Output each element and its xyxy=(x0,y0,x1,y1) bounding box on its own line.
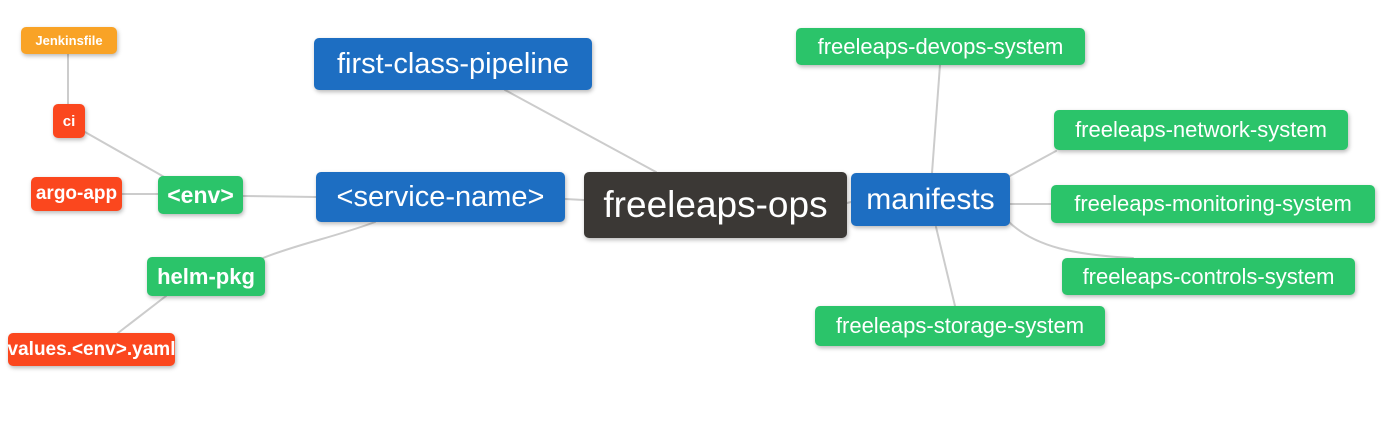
node-first-class-pipeline[interactable]: first-class-pipeline xyxy=(314,38,592,90)
node-freeleaps-ops[interactable]: freeleaps-ops xyxy=(584,172,847,238)
edge-helm-pkg-values xyxy=(117,295,167,334)
node-controls-system[interactable]: freeleaps-controls-system xyxy=(1062,258,1355,295)
edge-manifests-storage xyxy=(935,226,956,307)
edge-manifests-controls xyxy=(1008,221,1134,259)
edge-ops-manifests xyxy=(846,201,852,204)
node-jenkinsfile[interactable]: Jenkinsfile xyxy=(21,27,117,54)
edge-service-name-helm-pkg xyxy=(262,221,376,259)
node-monitoring-system[interactable]: freeleaps-monitoring-system xyxy=(1051,185,1375,223)
node-service-name[interactable]: <service-name> xyxy=(316,172,565,222)
edge-service-name-ops xyxy=(564,198,585,201)
edge-env-service-name xyxy=(242,195,317,198)
edge-manifests-network xyxy=(1007,150,1057,178)
node-devops-system[interactable]: freeleaps-devops-system xyxy=(796,28,1085,65)
node-ci[interactable]: ci xyxy=(53,104,85,138)
edge-pipeline-ops xyxy=(504,89,657,173)
node-network-system[interactable]: freeleaps-network-system xyxy=(1054,110,1348,150)
node-argo-app[interactable]: argo-app xyxy=(31,177,122,211)
node-values-env-yaml[interactable]: values.<env>.yaml xyxy=(8,333,175,366)
node-manifests[interactable]: manifests xyxy=(851,173,1010,226)
node-helm-pkg[interactable]: helm-pkg xyxy=(147,257,265,296)
node-storage-system[interactable]: freeleaps-storage-system xyxy=(815,306,1105,346)
node-env[interactable]: <env> xyxy=(158,176,243,214)
edge-ci-env xyxy=(84,131,167,179)
edge-manifests-devops xyxy=(931,64,941,174)
